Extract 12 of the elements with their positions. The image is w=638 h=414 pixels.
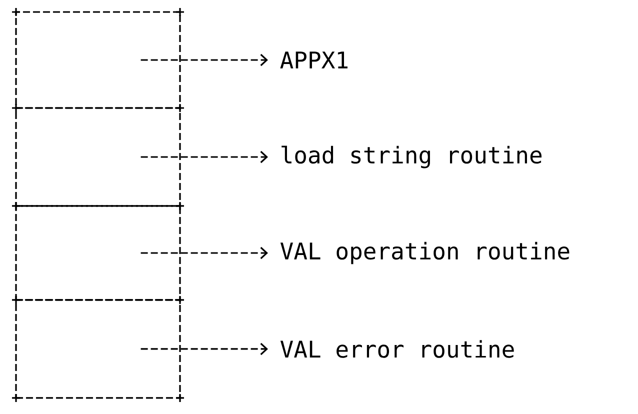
cell-box	[15, 205, 181, 301]
cell-box	[15, 299, 181, 399]
routine-label: load string routine	[282, 146, 542, 168]
arrow	[140, 150, 268, 164]
routine-label: VAL error routine	[280, 340, 514, 358]
routine-label: APPX1	[280, 52, 348, 68]
routine-label: VAL operation routine	[280, 242, 570, 264]
cell-box	[15, 11, 181, 109]
cell-box	[15, 107, 181, 207]
arrow	[140, 342, 268, 356]
arrow	[140, 246, 268, 260]
arrow	[140, 54, 268, 66]
